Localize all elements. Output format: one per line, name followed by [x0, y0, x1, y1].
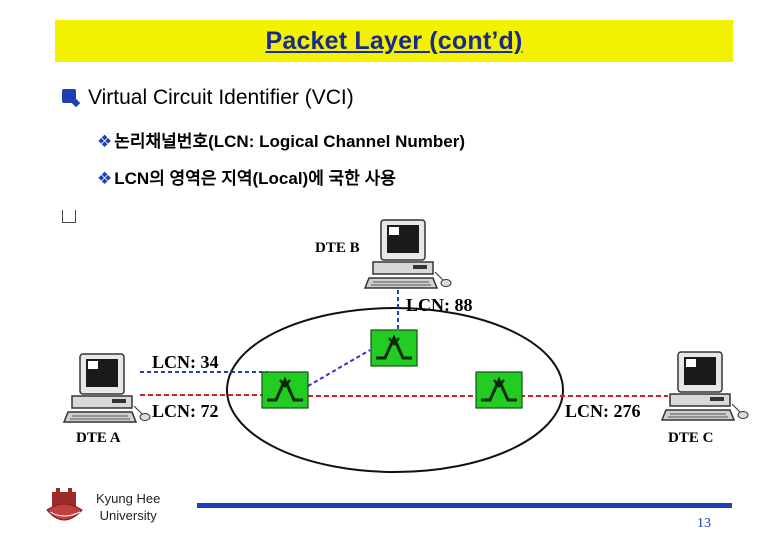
- title-bar: Packet Layer (cont’d): [55, 20, 733, 62]
- lcn-276-label: LCN: 276: [565, 401, 641, 421]
- sub-bullet-2-text: LCN의 영역은 지역(Local)에 국한 사용: [114, 169, 396, 188]
- lcn-72-label: LCN: 72: [152, 401, 219, 421]
- university-logo-icon: [46, 488, 83, 521]
- dte-b-computer-icon: [364, 219, 452, 289]
- dte-c-computer-icon: [661, 351, 749, 421]
- network-cloud: [226, 307, 564, 473]
- diamond-bullet-icon: ❖: [97, 132, 113, 151]
- footer-divider: [197, 503, 732, 508]
- packet-switch-top: [369, 328, 419, 368]
- packet-switch-right: [474, 370, 524, 410]
- packet-switch-left: [260, 370, 310, 410]
- university-name: Kyung Hee University: [96, 490, 160, 524]
- dte-a-label: DTE A: [76, 430, 121, 446]
- sub-bullet-2: ❖LCN의 영역은 지역(Local)에 국한 사용: [97, 164, 396, 189]
- dte-b-label: DTE B: [315, 240, 360, 256]
- sub-bullet-1-text: 논리채널번호(LCN: Logical Channel Number): [114, 132, 465, 151]
- main-bullet: Virtual Circuit Identifier (VCI): [62, 86, 354, 110]
- lcn-88-label: LCN: 88: [406, 295, 473, 315]
- page-number: 13: [697, 516, 711, 531]
- bullet-square-icon: [62, 89, 76, 103]
- dte-a-computer-icon: [63, 353, 151, 423]
- link-switch-top: [307, 349, 371, 387]
- slide-title: Packet Layer (cont’d): [265, 27, 523, 55]
- sub-bullet-1: ❖논리채널번호(LCN: Logical Channel Number): [97, 127, 465, 152]
- empty-bullet-box: [62, 210, 76, 223]
- university-name-line2: University: [99, 508, 157, 523]
- main-bullet-text: Virtual Circuit Identifier (VCI): [88, 86, 354, 109]
- dte-c-label: DTE C: [668, 430, 713, 446]
- diamond-bullet-icon: ❖: [97, 169, 113, 188]
- lcn-34-label: LCN: 34: [152, 352, 219, 372]
- university-name-line1: Kyung Hee: [96, 491, 161, 506]
